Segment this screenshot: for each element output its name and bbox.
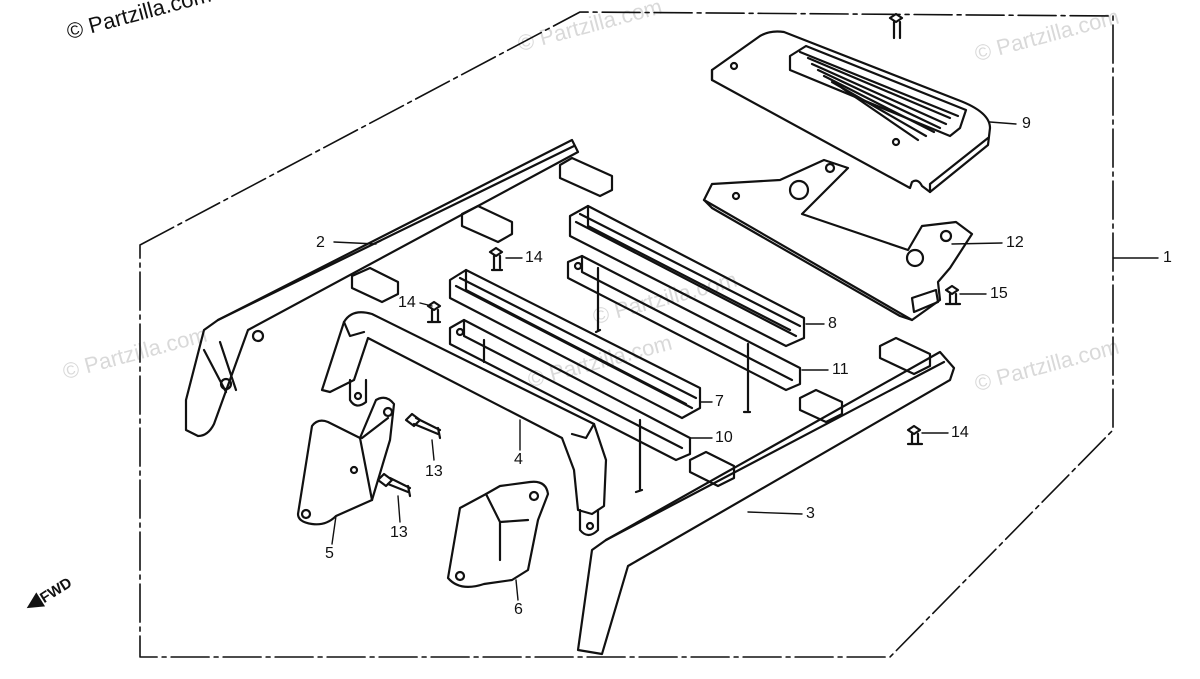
- bolt-part-14a: [488, 246, 504, 272]
- assembly-boundary: [139, 11, 1114, 658]
- crossbar-part-11: [566, 254, 802, 414]
- callout-part-3: 3: [806, 505, 815, 522]
- callout-part-13: 13: [425, 463, 443, 480]
- callout-part-1: 1: [1163, 249, 1172, 266]
- bolt-part-15: [944, 284, 962, 306]
- callout-part-5: 5: [325, 545, 334, 562]
- bracket-part-5: [296, 396, 396, 526]
- callout-part-8: 8: [828, 315, 837, 332]
- crossbar-part-10: [448, 318, 692, 494]
- support-plate-part-12: [702, 158, 974, 322]
- callout-part-9: 9: [1022, 115, 1031, 132]
- callout-part-14: 14: [525, 249, 543, 266]
- bolt-part-14c: [906, 424, 924, 446]
- seat-pad-part-9: [710, 30, 992, 194]
- screw-top: [888, 12, 904, 40]
- callout-part-4: 4: [514, 451, 523, 468]
- callout-part-15: 15: [990, 285, 1008, 302]
- backrest-frame-part-4: [320, 311, 608, 537]
- callout-part-13: 13: [390, 524, 408, 541]
- callout-part-12: 12: [1006, 234, 1024, 251]
- bolt-part-13b: [376, 472, 412, 498]
- leader-lines: [331, 121, 1159, 601]
- bracket-part-6: [446, 480, 550, 589]
- side-rail-part-2: [184, 138, 614, 438]
- crossbar-part-8: [568, 204, 806, 348]
- callout-part-14: 14: [951, 424, 969, 441]
- side-rail-part-3: [576, 336, 956, 656]
- callout-part-10: 10: [715, 429, 733, 446]
- bolt-part-14b: [426, 300, 442, 324]
- callout-part-7: 7: [715, 393, 724, 410]
- callout-part-14: 14: [398, 294, 416, 311]
- callout-part-11: 11: [832, 361, 849, 378]
- callout-part-2: 2: [316, 234, 325, 251]
- crossbar-part-7: [448, 268, 702, 420]
- bolt-part-13a: [404, 412, 442, 440]
- callout-part-6: 6: [514, 601, 523, 618]
